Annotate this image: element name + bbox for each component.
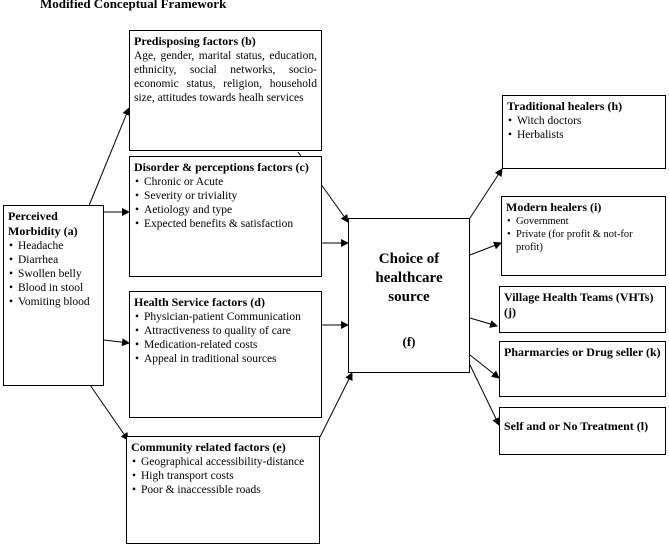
health-service-factors-list: Physician-patient Communication Attracti…: [134, 310, 317, 366]
choice-of-healthcare-heading: Choice of healthcare source: [375, 251, 443, 305]
list-item: Attractiveness to quality of care: [135, 324, 317, 338]
disorder-factors-heading: Disorder & perceptions factors (c): [134, 160, 309, 174]
list-item: Vomiting blood: [9, 295, 99, 309]
arrow-a-to-d: [103, 338, 130, 347]
self-treatment-box: Self and or No Treatment (l): [499, 407, 666, 455]
community-factors-box: Community related factors (e) Geographic…: [126, 436, 320, 544]
list-item: Government: [507, 215, 661, 228]
predisposing-factors-text: Age, gender, marital status, education, …: [134, 50, 317, 104]
list-item: Expected benefits & satisfaction: [135, 217, 317, 231]
community-factors-list: Geographical accessibility-distance High…: [131, 455, 315, 497]
arrow-f-to-k: [469, 354, 500, 379]
list-item: Geographical accessibility-distance: [132, 455, 315, 469]
arrow-f-to-l: [469, 364, 500, 426]
traditional-healers-list: Witch doctors Herbalists: [507, 114, 661, 142]
modern-healers-box: Modern healers (i) Government Private (f…: [501, 196, 666, 276]
disorder-factors-box: Disorder & perceptions factors (c) Chron…: [129, 156, 322, 277]
list-item: Appeal in traditional sources: [135, 352, 317, 366]
disorder-factors-list: Chronic or Acute Severity or triviality …: [134, 175, 317, 231]
village-health-teams-box: Village Health Teams (VHTs) (j): [499, 286, 666, 333]
predisposing-factors-heading: Predisposing factors (b): [134, 34, 256, 48]
arrow-f-to-i: [469, 241, 502, 256]
health-service-factors-box: Health Service factors (d) Physician-pat…: [129, 291, 322, 418]
list-item: Aetiology and type: [135, 203, 317, 217]
modern-healers-heading: Modern healers (i): [506, 200, 602, 214]
list-item: Diarrhea: [9, 253, 99, 267]
predisposing-factors-box: Predisposing factors (b) Age, gender, ma…: [129, 30, 322, 151]
choice-of-healthcare-label: (f): [402, 334, 416, 349]
diagram-title: Modified Conceptual Framework: [40, 0, 227, 11]
list-item: Herbalists: [508, 128, 661, 142]
list-item: Blood in stool: [9, 281, 99, 295]
arrow-e-to-f: [319, 372, 353, 438]
self-treatment-heading: Self and or No Treatment (l): [504, 419, 649, 433]
list-item: Medication-related costs: [135, 338, 317, 352]
list-item: Chronic or Acute: [135, 175, 317, 189]
community-factors-heading: Community related factors (e): [131, 440, 286, 454]
arrow-f-to-j: [469, 317, 498, 328]
choice-of-healthcare-box: Choice of healthcare source (f): [348, 218, 470, 373]
list-item: Private (for profit & not-for profit): [507, 228, 661, 254]
list-item: Headache: [9, 239, 99, 253]
pharmacies-heading: Pharmarcies or Drug seller (k): [504, 345, 661, 359]
list-item: Swollen belly: [9, 267, 99, 281]
pharmacies-box: Pharmarcies or Drug seller (k): [499, 341, 666, 397]
perceived-morbidity-list: Headache Diarrhea Swollen belly Blood in…: [8, 239, 99, 309]
perceived-morbidity-heading: Perceived Morbidity (a): [8, 209, 78, 238]
list-item: Severity or triviality: [135, 189, 317, 203]
list-item: Poor & inaccessible roads: [132, 483, 315, 497]
traditional-healers-box: Traditional healers (h) Witch doctors He…: [502, 95, 666, 169]
health-service-factors-heading: Health Service factors (d): [134, 295, 265, 309]
arrow-a-to-b: [87, 107, 131, 209]
perceived-morbidity-box: Perceived Morbidity (a) Headache Diarrhe…: [3, 205, 104, 386]
arrow-a-to-e: [89, 384, 129, 441]
village-health-teams-heading: Village Health Teams (VHTs) (j): [504, 290, 654, 319]
arrow-f-to-h: [469, 168, 503, 219]
list-item: Physician-patient Communication: [135, 310, 317, 324]
traditional-healers-heading: Traditional healers (h): [507, 99, 623, 113]
modern-healers-list: Government Private (for profit & not-for…: [506, 215, 661, 254]
list-item: Witch doctors: [508, 114, 661, 128]
list-item: High transport costs: [132, 469, 315, 483]
